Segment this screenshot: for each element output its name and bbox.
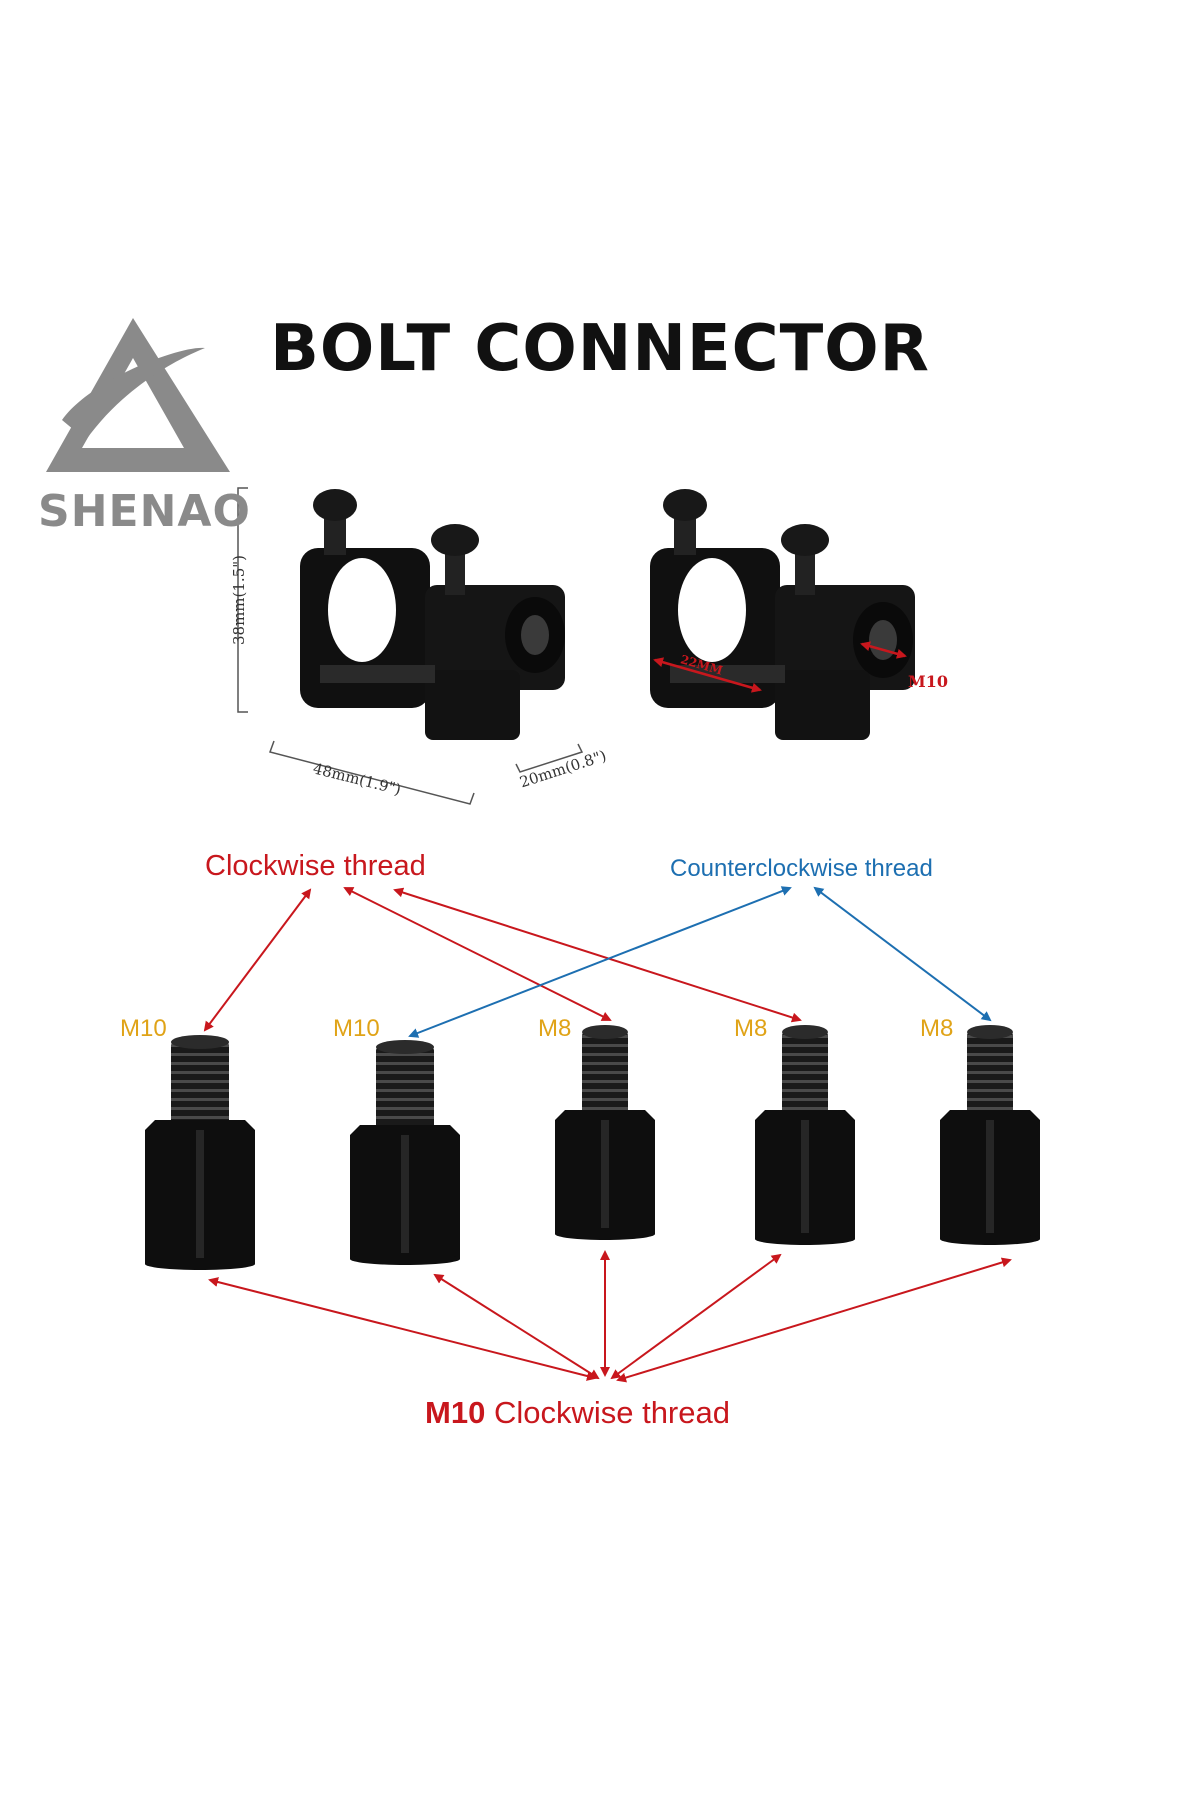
hex-adapter-bolt xyxy=(940,1025,1040,1245)
bolt-size-label: M8 xyxy=(734,1015,768,1042)
clockwise-thread-label: Clockwise thread xyxy=(205,850,426,882)
clockwise-arrow xyxy=(208,1277,597,1381)
triangle-swoosh-logo xyxy=(46,318,230,472)
bottom-thread-text: Clockwise thread xyxy=(493,1395,730,1430)
clockwise-arrow xyxy=(433,1273,600,1380)
mirror-clamp-left xyxy=(300,489,565,740)
clockwise-arrow xyxy=(610,1253,782,1380)
bolt-size-label: M10 xyxy=(120,1015,167,1042)
bolt-size-label: M8 xyxy=(920,1015,954,1042)
hex-adapter-bolt xyxy=(350,1040,460,1265)
counterclockwise-arrow xyxy=(408,886,792,1038)
bottom-thread-label: M10 Clockwise thread xyxy=(425,1395,730,1431)
clockwise-arrow xyxy=(343,887,612,1021)
clockwise-arrow xyxy=(393,887,802,1023)
hex-adapter-bolt xyxy=(755,1025,855,1245)
hex-adapter-bolt xyxy=(555,1025,655,1240)
bottom-thread-size: M10 xyxy=(425,1395,486,1430)
clamp-dimension-lines xyxy=(237,487,584,805)
brand-name: SHENAO xyxy=(38,486,251,537)
clamp-height-dimension: 38mm(1.5") xyxy=(230,555,248,645)
hex-adapter-bolt xyxy=(145,1035,255,1270)
clockwise-arrow xyxy=(203,888,312,1032)
page-title: BOLT CONNECTOR xyxy=(270,312,930,386)
bolt-size-label: M8 xyxy=(538,1015,572,1042)
mirror-clamp-right xyxy=(650,489,915,740)
counterclockwise-arrow xyxy=(813,886,992,1022)
clockwise-arrow xyxy=(616,1257,1012,1383)
bolt-size-label: M10 xyxy=(333,1015,380,1042)
clamp-thread-label: M10 xyxy=(908,672,948,691)
counterclockwise-thread-label: Counterclockwise thread xyxy=(670,855,933,882)
